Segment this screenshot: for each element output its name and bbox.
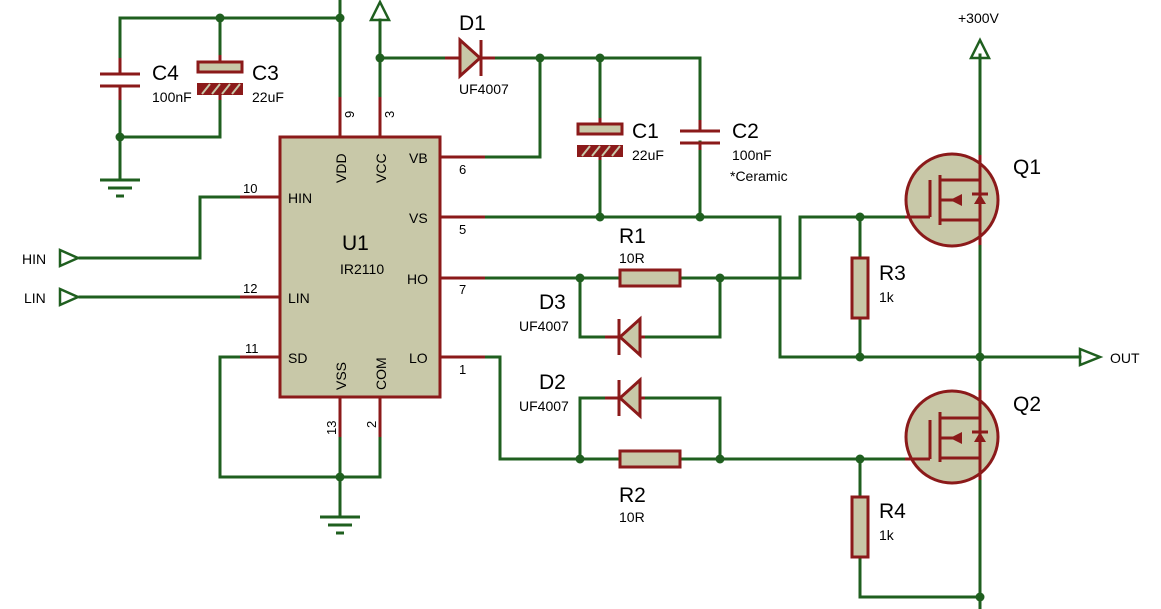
diode-d1: D1 UF4007 xyxy=(445,12,509,97)
junction-dot xyxy=(335,472,345,482)
c2-ref: C2 xyxy=(732,120,759,143)
junction-dot xyxy=(975,352,985,362)
d1-ref: D1 xyxy=(459,12,486,35)
junction-dot xyxy=(595,53,605,63)
pin-name-lo: LO xyxy=(409,350,428,366)
capacitor-c4: C4 100nF xyxy=(100,58,192,105)
junction-dot xyxy=(375,53,385,63)
power-supply-300v: +300V xyxy=(958,10,1000,60)
pin-num-vss: 13 xyxy=(324,421,339,435)
c4-ref: C4 xyxy=(152,62,179,85)
lin-label: LIN xyxy=(24,290,46,306)
out-label: OUT xyxy=(1110,350,1140,366)
r4-ref: R4 xyxy=(879,500,906,523)
r2-ref: R2 xyxy=(619,484,646,507)
mosfet-q1: Q1 xyxy=(904,152,1041,248)
r1-value: 10R xyxy=(619,250,645,266)
c4-value: 100nF xyxy=(152,89,192,105)
junction-dot xyxy=(535,53,545,63)
pin-name-lin: LIN xyxy=(288,290,310,306)
r3-value: 1k xyxy=(879,289,895,305)
pin-name-vs: VS xyxy=(409,210,428,226)
pin-num-ho: 7 xyxy=(459,282,466,297)
capacitor-c2: C2 100nF *Ceramic xyxy=(680,120,788,184)
r4-value: 1k xyxy=(879,527,895,543)
pin-name-vdd: VDD xyxy=(333,153,349,183)
junction-dot xyxy=(695,212,705,222)
d3-value: UF4007 xyxy=(519,318,569,334)
ground-icon xyxy=(100,160,140,198)
supply-label: +300V xyxy=(958,10,1000,26)
c1-value: 22uF xyxy=(632,147,664,163)
q1-ref: Q1 xyxy=(1013,156,1041,179)
diode-d3: D3 UF4007 xyxy=(519,291,645,359)
pin-num-hin: 10 xyxy=(243,181,257,196)
d2-ref: D2 xyxy=(539,371,566,394)
junction-dot xyxy=(215,13,225,23)
ground-icon xyxy=(320,515,360,535)
c3-ref: C3 xyxy=(252,62,279,85)
terminal-lin: LIN xyxy=(24,287,82,307)
power-vcc-arrow xyxy=(368,0,392,22)
diode-d2: D2 UF4007 xyxy=(519,371,645,420)
pin-name-ho: HO xyxy=(407,271,428,287)
d2-value: UF4007 xyxy=(519,398,569,414)
pin-name-vb: VB xyxy=(409,150,428,166)
junction-dot xyxy=(855,352,865,362)
junctions xyxy=(115,13,985,602)
c3-value: 22uF xyxy=(252,89,284,105)
terminal-hin: HIN xyxy=(22,248,82,268)
pin-name-vcc: VCC xyxy=(373,153,389,183)
junction-dot xyxy=(115,132,125,142)
junction-dot xyxy=(715,454,725,464)
pin-name-vss: VSS xyxy=(333,362,349,390)
resistor-r4: R4 1k xyxy=(850,495,906,559)
c1-ref: C1 xyxy=(632,120,659,143)
pin-num-vb: 6 xyxy=(459,162,466,177)
d3-ref: D3 xyxy=(539,291,566,314)
hin-label: HIN xyxy=(22,251,46,267)
pin-num-sd: 11 xyxy=(245,341,259,356)
pin-num-lo: 1 xyxy=(459,362,466,377)
q2-ref: Q2 xyxy=(1013,393,1041,416)
junction-dot xyxy=(575,273,585,283)
ic-value: IR2110 xyxy=(340,261,384,277)
pin-name-com: COM xyxy=(373,357,389,390)
junction-dot xyxy=(855,454,865,464)
wires xyxy=(78,0,1082,609)
resistor-r3: R3 1k xyxy=(850,256,906,320)
junction-dot xyxy=(715,273,725,283)
r1-ref: R1 xyxy=(619,225,646,248)
ic-body xyxy=(278,135,442,399)
pin-name-hin: HIN xyxy=(288,190,312,206)
junction-dot xyxy=(975,592,985,602)
junction-dot xyxy=(595,212,605,222)
junction-dot xyxy=(575,454,585,464)
pin-name-sd: SD xyxy=(288,350,307,366)
r2-value: 10R xyxy=(619,509,645,525)
resistor-r1: R1 10R xyxy=(618,225,682,288)
c2-value: 100nF xyxy=(732,147,772,163)
mosfet-q2: Q2 xyxy=(904,389,1041,485)
c2-note: *Ceramic xyxy=(730,168,788,184)
pin-num-lin: 12 xyxy=(243,281,257,296)
pin-num-vdd: 9 xyxy=(342,111,357,118)
junction-dot xyxy=(335,13,345,23)
d1-value: UF4007 xyxy=(459,81,509,97)
pin-num-vs: 5 xyxy=(459,222,466,237)
ic-ref: U1 xyxy=(342,232,369,255)
pin-num-com: 2 xyxy=(364,421,379,428)
terminal-out: OUT xyxy=(1078,347,1140,367)
pin-num-vcc: 3 xyxy=(382,111,397,118)
r3-ref: R3 xyxy=(879,262,906,285)
resistor-r2: R2 10R xyxy=(618,449,682,525)
ic-u1: U1 IR2110 VDD VCC VB VS HO LO HIN LIN SD… xyxy=(240,97,485,437)
capacitor-c1: C1 22uF xyxy=(576,118,664,163)
capacitor-c3: C3 22uF xyxy=(196,55,284,105)
junction-dot xyxy=(855,212,865,222)
